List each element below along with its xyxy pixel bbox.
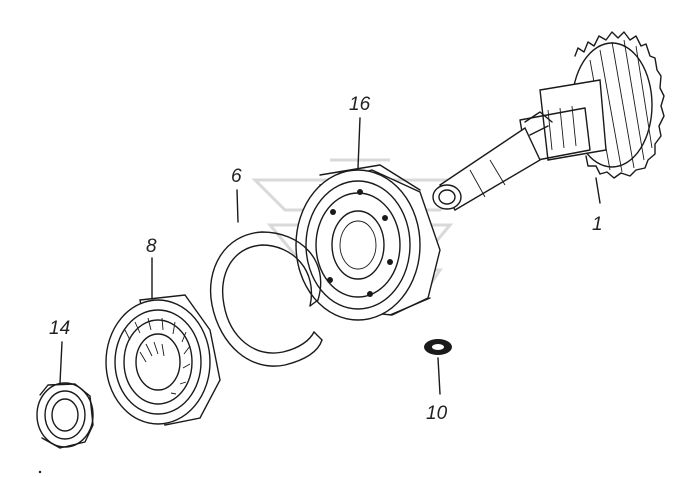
nut[interactable] xyxy=(36,382,94,449)
snap-ring[interactable] xyxy=(210,231,323,367)
leader-line-10 xyxy=(437,357,441,395)
callout-1: 1 xyxy=(592,214,603,235)
roller-bearing[interactable] xyxy=(105,294,221,426)
callout-6: 6 xyxy=(231,166,242,187)
stray-dot xyxy=(38,470,42,474)
ball-bearing-with-shield[interactable] xyxy=(295,164,441,321)
callout-labels: 1 6 8 10 14 16 xyxy=(49,94,603,424)
washer[interactable] xyxy=(424,339,452,355)
shaft-with-gear[interactable] xyxy=(432,31,665,211)
leader-line-6 xyxy=(236,189,239,223)
callout-8: 8 xyxy=(146,236,157,257)
callout-16: 16 xyxy=(349,94,371,115)
leader-line-1 xyxy=(595,177,601,204)
leader-line-16 xyxy=(357,117,361,169)
callout-14: 14 xyxy=(49,318,70,339)
callout-10: 10 xyxy=(426,403,448,424)
leader-line-14 xyxy=(59,341,63,384)
leader-lines xyxy=(59,117,601,395)
